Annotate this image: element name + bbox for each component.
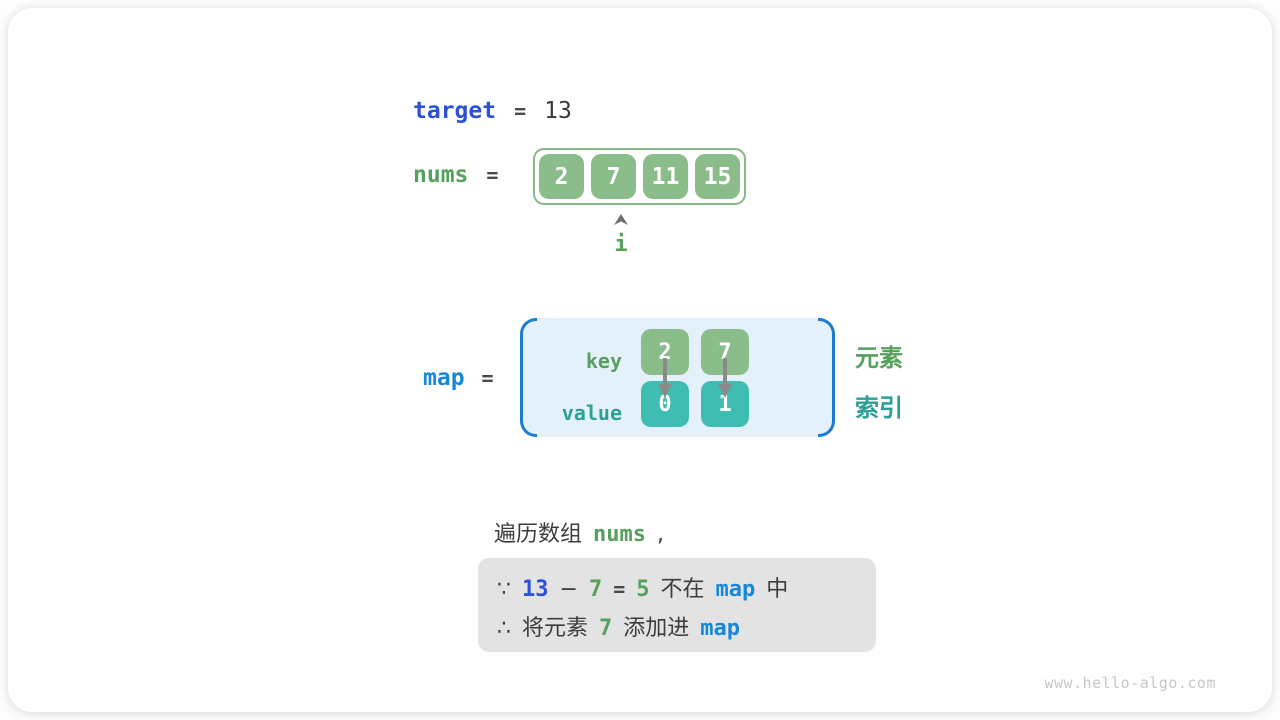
index-pointer-label: i: [614, 232, 628, 257]
note-text-not-in: 不在: [660, 577, 705, 602]
note-target-value: 13: [522, 577, 549, 602]
array-cell: 2: [539, 154, 584, 199]
map-value-row-label: value: [561, 401, 622, 425]
target-equals: =: [514, 99, 527, 123]
index-pointer-up-arrow-icon: [614, 214, 628, 225]
therefore-symbol: ∴: [497, 616, 511, 641]
note-box: ∵ 13 − 7 = 5 不在 map 中 ∴ 将元素 7 添加进 map: [478, 558, 876, 652]
caption-nums-keyword: nums: [593, 522, 646, 547]
figure-card: target = 13 nums = 2 7 11 15 i map = key…: [8, 8, 1272, 712]
note-element-value: 7: [588, 577, 603, 602]
note-equals: =: [613, 577, 626, 601]
caption-line: 遍历数组 nums ,: [494, 516, 664, 548]
array-cell: 7: [591, 154, 636, 199]
nums-label: nums =: [413, 162, 498, 188]
note-map-keyword: map: [715, 577, 756, 602]
caption-comma: ,: [657, 522, 664, 547]
note-text-add-into: 添加进: [623, 616, 690, 641]
map-label: map =: [423, 365, 494, 391]
note-element-value: 7: [599, 616, 613, 641]
map-keyword: map: [423, 365, 465, 391]
note-text-will-element: 将元素: [522, 616, 589, 641]
array-cell: 15: [695, 154, 740, 199]
nums-keyword: nums: [413, 162, 469, 188]
target-value: 13: [544, 98, 572, 124]
index-side-label: 索引: [855, 394, 903, 422]
map-key-row-label: key: [585, 349, 622, 373]
minus-sign: −: [559, 577, 578, 602]
target-line: target = 13: [413, 98, 572, 124]
note-text-in: 中: [766, 577, 789, 602]
map-box: key value 2 7 0 1: [520, 318, 835, 437]
caption-text: 遍历数组: [494, 522, 583, 547]
note-line-therefore: ∴ 将元素 7 添加进 map: [497, 610, 857, 642]
note-map-keyword: map: [700, 616, 741, 641]
map-left-bracket: [520, 318, 537, 437]
note-line-because: ∵ 13 − 7 = 5 不在 map 中: [497, 571, 857, 603]
because-symbol: ∵: [497, 577, 511, 602]
target-keyword: target: [413, 98, 497, 124]
map-equals: =: [481, 366, 494, 390]
nums-equals: =: [486, 163, 499, 187]
key-to-value-arrow-icon: [658, 358, 732, 398]
nums-array: 2 7 11 15: [533, 148, 746, 205]
watermark: www.hello-algo.com: [1044, 674, 1216, 692]
map-value-cell: 0: [641, 381, 689, 427]
note-difference-value: 5: [636, 577, 650, 602]
array-cell: 11: [643, 154, 688, 199]
element-side-label: 元素: [855, 344, 903, 372]
